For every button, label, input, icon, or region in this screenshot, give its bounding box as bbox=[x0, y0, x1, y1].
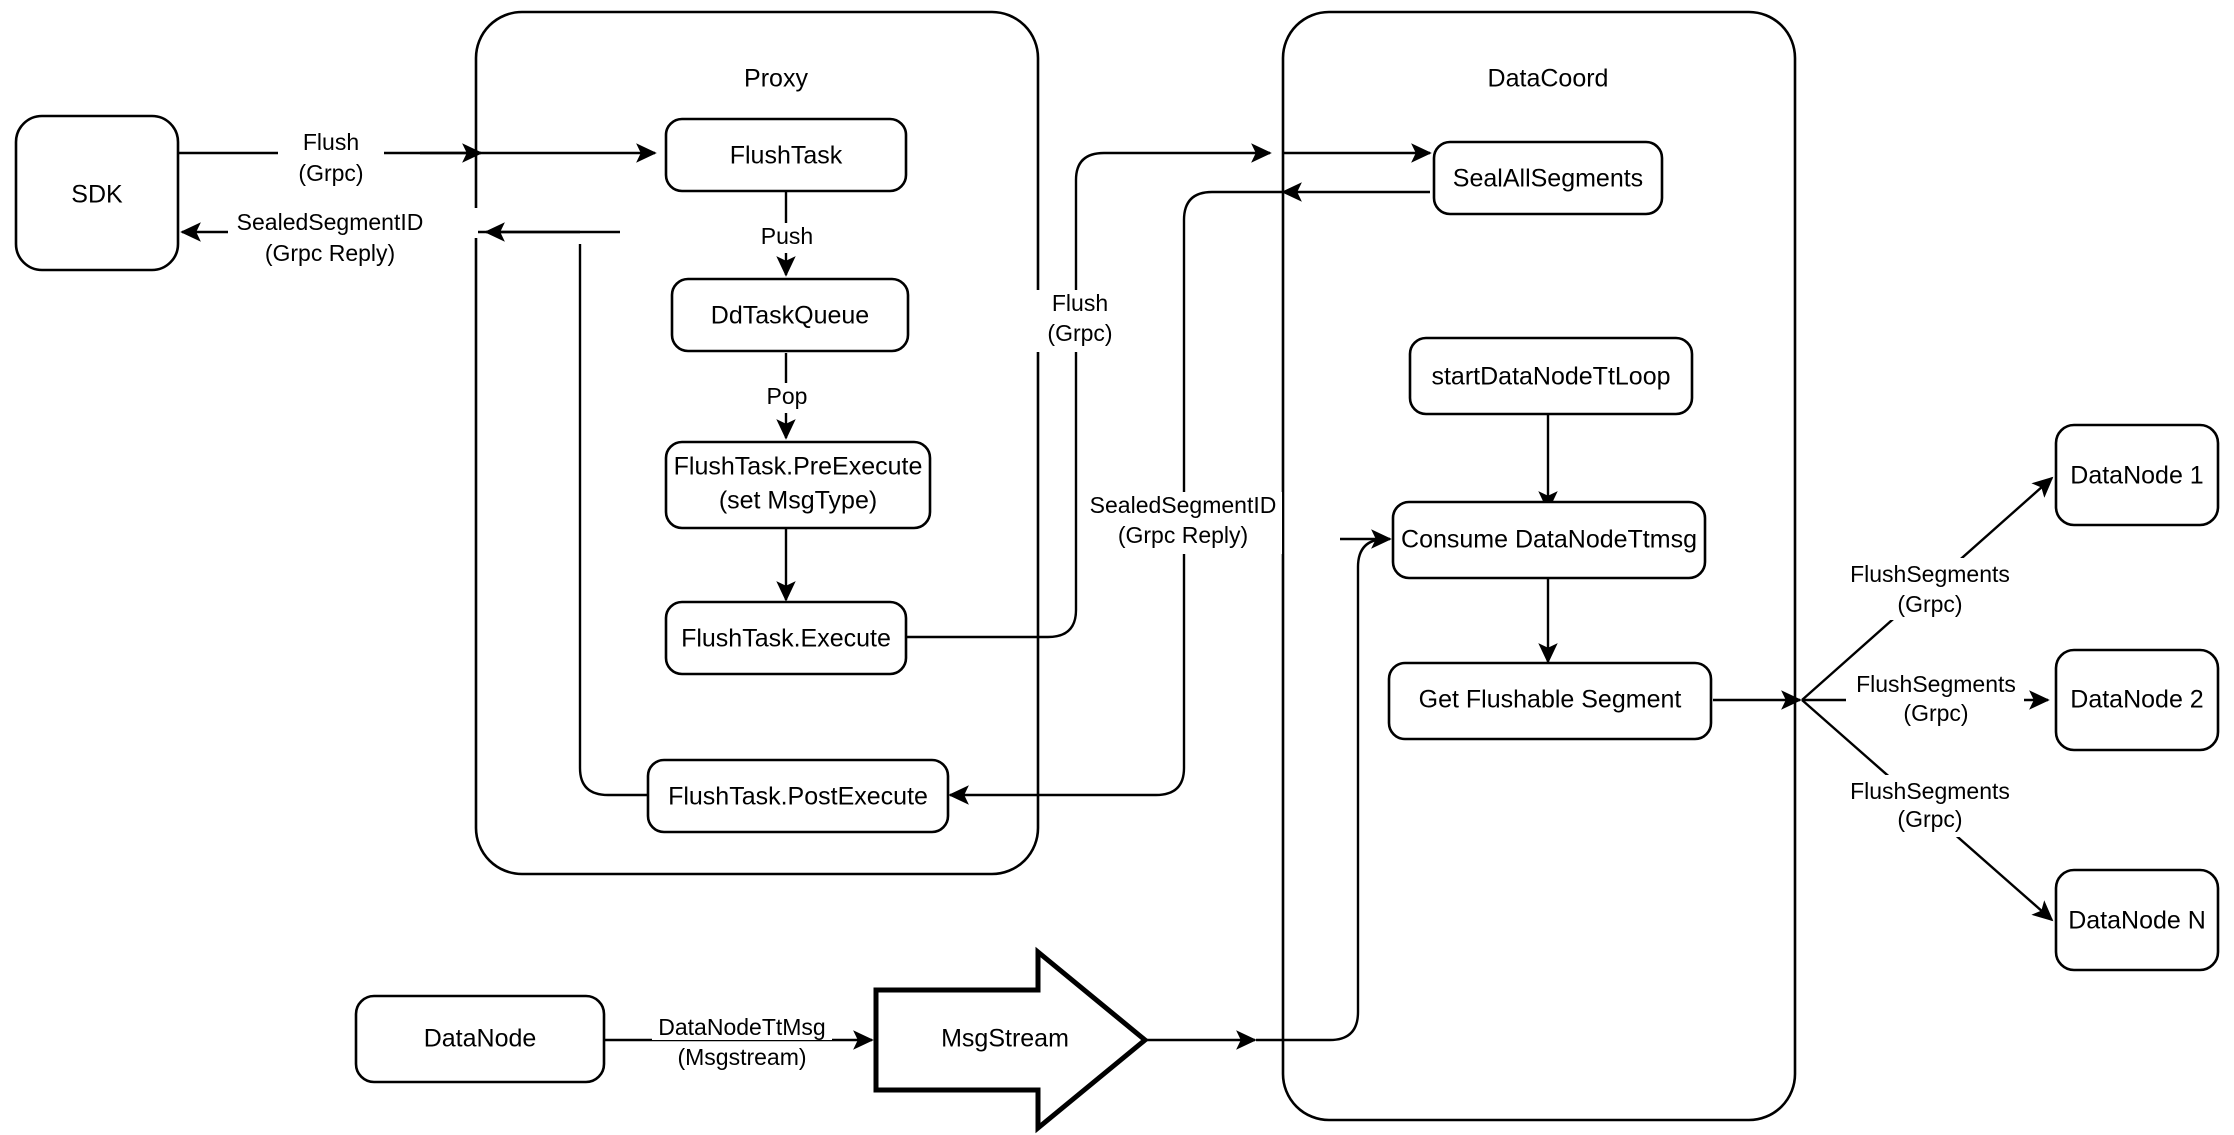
start-datanode-tt-loop-label: startDataNodeTtLoop bbox=[1431, 363, 1670, 391]
edge-label-flush-grpc-2: (Grpc) bbox=[1047, 320, 1112, 346]
edge-label-proxy-to-datacoord: Flush (Grpc) bbox=[1034, 290, 1126, 352]
datanode-bottom-box[interactable] bbox=[354, 994, 606, 1084]
dd-task-queue-label: DdTaskQueue bbox=[711, 302, 869, 330]
label-bg-flushsegments-2 bbox=[1846, 668, 2024, 730]
edge-label-flushsegments-2-grpc: (Grpc) bbox=[1903, 700, 1968, 726]
dd-task-queue-box[interactable] bbox=[670, 277, 910, 353]
sdk-label: SDK bbox=[71, 181, 123, 209]
edge-label-flushsegments-1: FlushSegments bbox=[1850, 561, 2010, 587]
consume-datanode-ttmsg-label: Consume DataNodeTtmsg bbox=[1401, 526, 1697, 554]
node-datanode-1[interactable]: DataNode 1 bbox=[2054, 423, 2220, 527]
label-bg-sealed-1 bbox=[228, 208, 478, 238]
msgstream-arrow-shape[interactable] bbox=[873, 946, 1149, 1134]
node-datanode-n[interactable]: DataNode N bbox=[2054, 868, 2220, 972]
edge-label-datanode-ttmsg: DataNodeTtMsg (Msgstream) bbox=[652, 1012, 832, 1070]
edge-label-datanodettmsg-msgstream: (Msgstream) bbox=[677, 1044, 806, 1070]
label-bg-flush-grpc-1 bbox=[278, 128, 384, 158]
get-flushable-segment-label: Get Flushable Segment bbox=[1419, 686, 1682, 714]
node-datanode-2[interactable]: DataNode 2 bbox=[2054, 648, 2220, 752]
label-bg-datanodettmsg bbox=[652, 1012, 832, 1040]
sdk-box[interactable] bbox=[14, 114, 180, 272]
node-sdk[interactable]: SDK bbox=[14, 114, 180, 272]
edge-label-pop: Pop bbox=[752, 383, 822, 413]
flush-task-execute-box[interactable] bbox=[664, 600, 908, 676]
edge-label-sealedsegmentid: SealedSegmentID bbox=[237, 209, 424, 235]
label-bg-flushsegments-1 bbox=[1840, 558, 2018, 620]
edge-label-flushsegments-1-grpc: (Grpc) bbox=[1897, 591, 1962, 617]
datanode-n-label: DataNode N bbox=[2068, 907, 2206, 935]
get-flushable-segment-box[interactable] bbox=[1387, 661, 1713, 741]
datanode-n-box[interactable] bbox=[2054, 868, 2220, 972]
edge-label-sealedsegmentid-reply: (Grpc Reply) bbox=[265, 240, 395, 266]
start-datanode-tt-loop-box[interactable] bbox=[1408, 336, 1694, 416]
edge-label-flush: Flush bbox=[303, 129, 359, 155]
label-bg-push bbox=[748, 223, 826, 253]
edge-label-pop-text: Pop bbox=[767, 383, 808, 409]
edge-label-flush-grpc: (Grpc) bbox=[298, 160, 363, 186]
consume-datanode-ttmsg-box[interactable] bbox=[1391, 500, 1707, 580]
edge-label-datanodettmsg: DataNodeTtMsg bbox=[658, 1014, 825, 1040]
edge-label-flush-segments-n: FlushSegments (Grpc) bbox=[1840, 775, 2018, 837]
flush-task-execute-label: FlushTask.Execute bbox=[681, 625, 891, 653]
flush-task-preexecute-box[interactable] bbox=[664, 440, 932, 530]
flush-task-box[interactable] bbox=[664, 117, 908, 193]
proxy-container-label: Proxy bbox=[744, 65, 808, 93]
datanode-bottom-label: DataNode bbox=[424, 1025, 537, 1053]
label-bg-flushsegments-n bbox=[1840, 775, 2018, 837]
node-seal-all-segments[interactable]: SealAllSegments bbox=[1432, 140, 1664, 216]
edge-label-flushsegments-n-grpc: (Grpc) bbox=[1897, 806, 1962, 832]
node-msgstream[interactable]: MsgStream bbox=[873, 946, 1149, 1134]
edge-label-flush-segments-1: FlushSegments (Grpc) bbox=[1840, 558, 2018, 620]
flush-task-preexecute-label-line1: FlushTask.PreExecute bbox=[674, 453, 923, 481]
edge-label-sealedsegmentid-reply-2: (Grpc Reply) bbox=[1118, 522, 1248, 548]
edge-label-push: Push bbox=[748, 223, 826, 253]
node-flush-task[interactable]: FlushTask bbox=[664, 117, 908, 193]
label-bg-flush-grpc-2 bbox=[1034, 290, 1126, 352]
label-bg-sealed-2 bbox=[1086, 492, 1282, 554]
edge-label-flush-2: Flush bbox=[1052, 290, 1108, 316]
node-flush-task-postexecute[interactable]: FlushTask.PostExecute bbox=[646, 758, 950, 834]
datanode-2-box[interactable] bbox=[2054, 648, 2220, 752]
msgstream-label: MsgStream bbox=[941, 1025, 1069, 1053]
datanode-2-label: DataNode 2 bbox=[2070, 686, 2203, 714]
edge-label-sdk-to-proxy: Flush (Grpc) bbox=[278, 128, 384, 186]
node-datanode-bottom[interactable]: DataNode bbox=[354, 994, 606, 1084]
node-dd-task-queue[interactable]: DdTaskQueue bbox=[670, 277, 910, 353]
node-consume-datanode-ttmsg[interactable]: Consume DataNodeTtmsg bbox=[1391, 500, 1707, 580]
datacoord-container-label: DataCoord bbox=[1488, 65, 1609, 93]
seal-all-segments-label: SealAllSegments bbox=[1453, 165, 1643, 193]
datanode-1-box[interactable] bbox=[2054, 423, 2220, 527]
edge-label-push-text: Push bbox=[761, 223, 813, 249]
flush-task-postexecute-box[interactable] bbox=[646, 758, 950, 834]
edge-msgstream-riser bbox=[1256, 537, 1387, 1042]
flush-task-preexecute-label-line2: (set MsgType) bbox=[719, 487, 877, 515]
flush-task-label: FlushTask bbox=[730, 142, 843, 170]
datanode-1-label: DataNode 1 bbox=[2070, 462, 2203, 490]
node-start-datanode-tt-loop[interactable]: startDataNodeTtLoop bbox=[1408, 336, 1694, 416]
edge-postexecute-loop-to-sdk bbox=[578, 244, 648, 797]
edge-label-proxy-to-sdk: SealedSegmentID (Grpc Reply) bbox=[228, 208, 478, 266]
node-flush-task-preexecute[interactable]: FlushTask.PreExecute (set MsgType) bbox=[664, 440, 932, 530]
flush-task-postexecute-label: FlushTask.PostExecute bbox=[668, 783, 928, 811]
node-flush-task-execute[interactable]: FlushTask.Execute bbox=[664, 600, 908, 676]
edge-label-flushsegments-n: FlushSegments bbox=[1850, 778, 2010, 804]
edge-label-flushsegments-2: FlushSegments bbox=[1856, 671, 2016, 697]
node-get-flushable-segment[interactable]: Get Flushable Segment bbox=[1387, 661, 1713, 741]
edge-label-datacoord-to-proxy: SealedSegmentID (Grpc Reply) bbox=[1086, 492, 1282, 554]
label-bg-pop bbox=[752, 383, 822, 413]
edge-label-flush-segments-2: FlushSegments (Grpc) bbox=[1846, 668, 2024, 730]
seal-all-segments-box[interactable] bbox=[1432, 140, 1664, 216]
edge-execute-to-datacoord bbox=[906, 143, 1272, 639]
edge-label-sealedsegmentid-2: SealedSegmentID bbox=[1090, 492, 1277, 518]
